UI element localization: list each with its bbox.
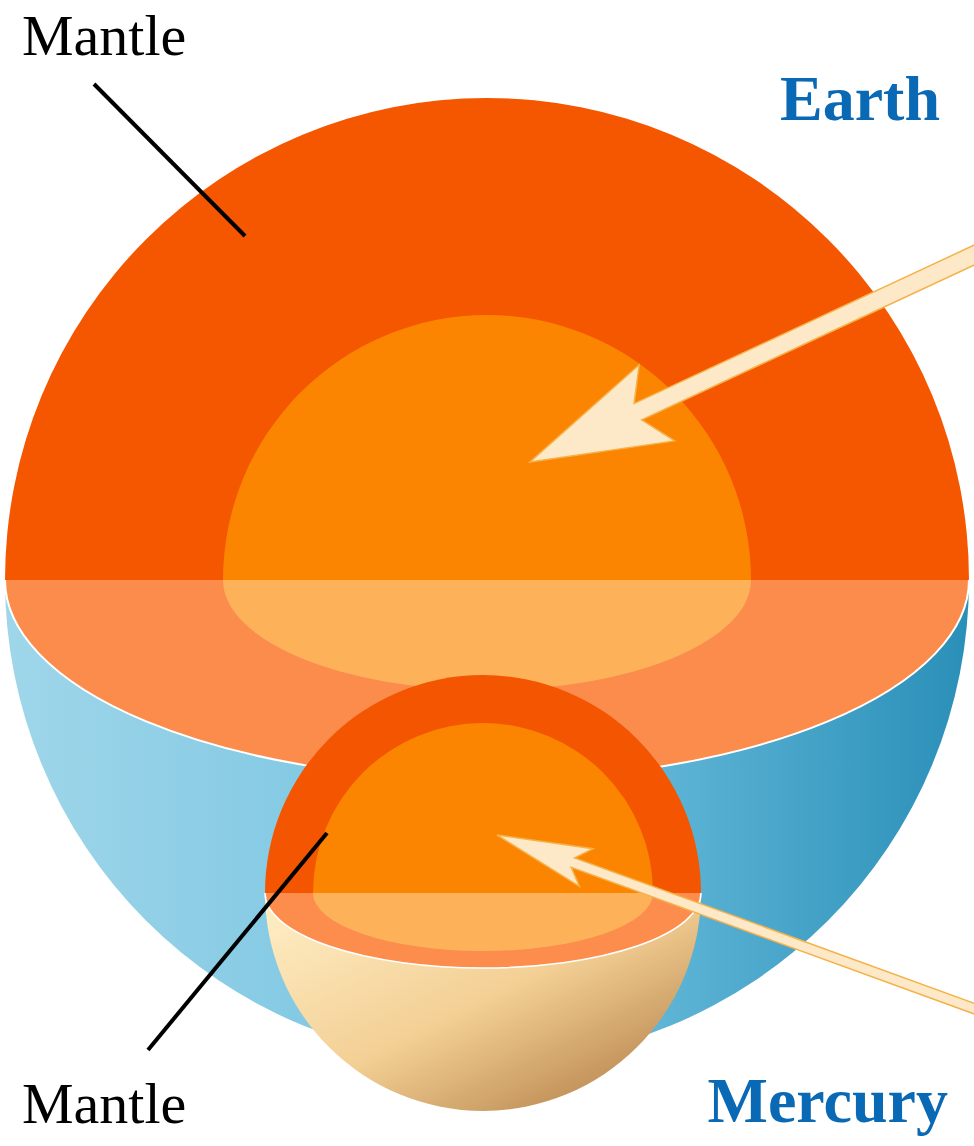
pointer-arrow (530, 235, 974, 462)
part-label-box: Mantle (22, 2, 186, 69)
mercury-mantle (265, 675, 701, 893)
planet-name-box: Mercury (708, 1064, 948, 1138)
pointer-arrow (497, 835, 974, 1023)
mercury-core-cut (313, 893, 653, 951)
planet-name: Mercury (708, 1065, 948, 1136)
leader-line (148, 833, 327, 1050)
part-label: Mantle (22, 3, 186, 68)
planet-name-box: Earth (780, 62, 940, 136)
earth-mantle (5, 98, 969, 580)
mercury-cut-plane (265, 893, 701, 968)
part-label: Mantle (22, 1071, 186, 1136)
mercury-sphere (265, 893, 701, 1111)
part-label-box: Mantle (22, 1070, 186, 1137)
mercury-cut-edge (265, 893, 701, 968)
earth-core (223, 315, 751, 580)
leader-line (94, 84, 245, 236)
earth-core-cut (223, 580, 751, 690)
planet-name: Earth (780, 63, 940, 134)
